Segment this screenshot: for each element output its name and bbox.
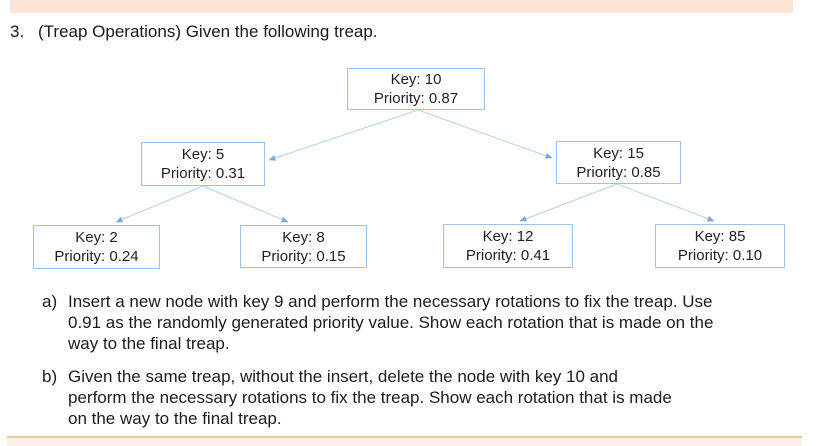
node-key-label: Key: 5 [181,146,225,163]
edge-15-to-85 [616,183,715,222]
question-b-text: Given the same treap, without the insert… [68,366,672,429]
question-a-line-3: way to the final treap. [68,334,230,353]
node-key-label: Key: 10 [390,71,442,88]
question-a: a) Insert a new node with key 9 and perf… [42,291,792,354]
node-key-label: Key: 2 [75,229,118,246]
node-key-label: Key: 15 [593,144,644,162]
bottom-accent-bar [7,436,802,446]
node-key-label: Key: 12 [482,228,534,245]
question-a-line-2: 0.91 as the randomly generated priority … [68,313,714,332]
node-priority-label: Priority: 0.31 [160,165,246,182]
treap-node-key-8: Key: 8 Priority: 0.15 [240,225,367,268]
treap-node-key-5: Key: 5 Priority: 0.31 [141,142,265,186]
edge-10-to-5 [268,109,419,161]
question-list: a) Insert a new node with key 9 and perf… [42,291,792,441]
question-b-line-2: perform the necessary rotations to fix t… [68,388,672,407]
question-number: 3. [10,22,25,41]
edge-5-to-2 [115,185,204,223]
top-accent-bar [10,0,793,13]
node-priority-label: Priority: 0.87 [373,90,459,107]
node-priority-label: Priority: 0.85 [576,163,661,181]
node-priority-label: Priority: 0.15 [261,247,346,265]
node-priority-label: Priority: 0.41 [465,247,551,264]
question-b-line-1: Given the same treap, without the insert… [68,367,619,386]
node-key-label: Key: 8 [282,228,325,246]
question-b-line-3: on the way to the final treap. [68,409,282,428]
treap-diagram: Key: 10 Priority: 0.87 Key: 5 Priority: … [33,68,785,269]
question-title: 3. (Treap Operations) Given the followin… [10,21,800,42]
treap-node-key-10: Key: 10 Priority: 0.87 [347,68,485,110]
node-key-label: Key: 85 [694,228,746,245]
question-a-text: Insert a new node with key 9 and perform… [68,291,713,354]
question-a-label: a) [42,292,58,311]
edge-5-to-8 [202,185,289,223]
treap-node-key-2: Key: 2 Priority: 0.24 [33,225,160,269]
treap-node-key-15: Key: 15 Priority: 0.85 [556,141,681,184]
edge-10-to-15 [417,109,553,159]
question-title-text: (Treap Operations) Given the following t… [38,22,378,41]
edge-15-to-12 [519,183,618,222]
node-priority-label: Priority: 0.10 [677,247,763,264]
question-a-line-1: Insert a new node with key 9 and perform… [68,292,713,311]
question-b-label: b) [42,367,58,386]
treap-node-key-12: Key: 12 Priority: 0.41 [443,224,573,268]
treap-node-key-85: Key: 85 Priority: 0.10 [655,224,785,268]
question-b: b) Given the same treap, without the ins… [42,366,792,429]
node-priority-label: Priority: 0.24 [54,248,139,265]
